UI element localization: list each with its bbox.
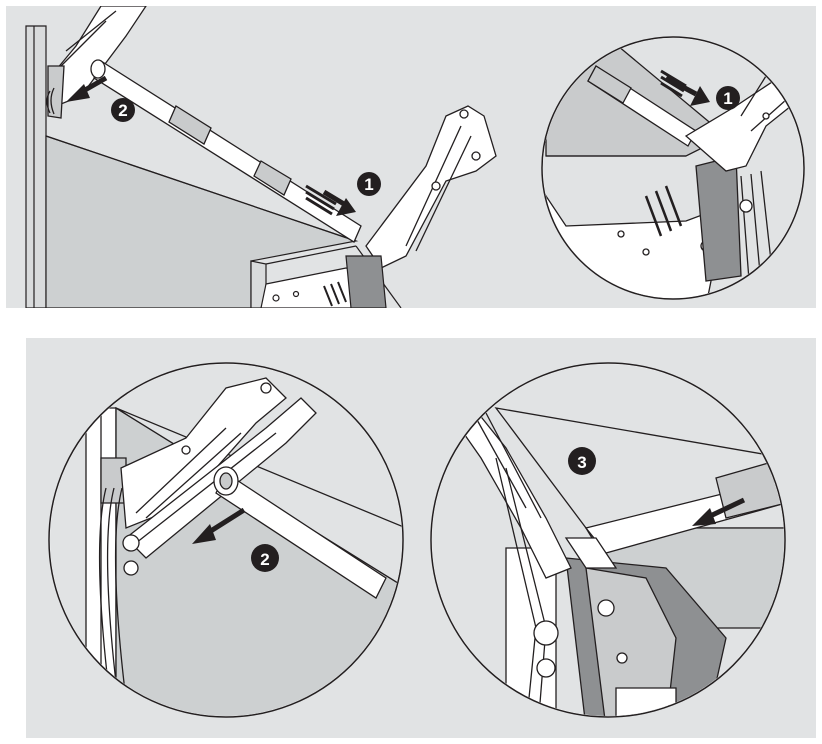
arrow-icon: [66, 75, 108, 102]
detail-circle-step-2: 2: [48, 362, 404, 718]
right-lift-arm: [365, 105, 497, 269]
step-number-badge: 3: [568, 447, 596, 475]
step-1-label: 1: [364, 175, 373, 194]
step-number-badge: 2: [251, 544, 279, 572]
detail-step-2-label: 2: [260, 550, 269, 569]
step-2-label: 2: [118, 101, 127, 120]
arrow-icon: [692, 497, 746, 526]
arrow-icon: [664, 75, 710, 106]
step-number-badge: 1: [716, 86, 740, 110]
detail-circle-step-3: 3: [430, 362, 786, 718]
arrow-icon: [322, 189, 356, 216]
arrow-icon: [192, 507, 246, 544]
detail-illustration: 2: [26, 338, 816, 738]
overview-panel: 2 1: [6, 6, 816, 308]
left-lift-arm: [46, 6, 147, 119]
stabiliser-bar: [90, 59, 362, 243]
step-number-badge: 1: [357, 172, 381, 196]
cabinet-illustration: [25, 25, 402, 308]
mechanism-housing: [260, 255, 387, 308]
overview-illustration: 2 1: [6, 6, 816, 308]
detail-step-3-label: 3: [577, 453, 586, 472]
detail-panel: 2: [26, 338, 816, 738]
detail-circle-step-1: 1: [541, 36, 805, 300]
detail-step-1-label: 1: [723, 89, 732, 108]
step-number-badge: 2: [111, 98, 135, 122]
